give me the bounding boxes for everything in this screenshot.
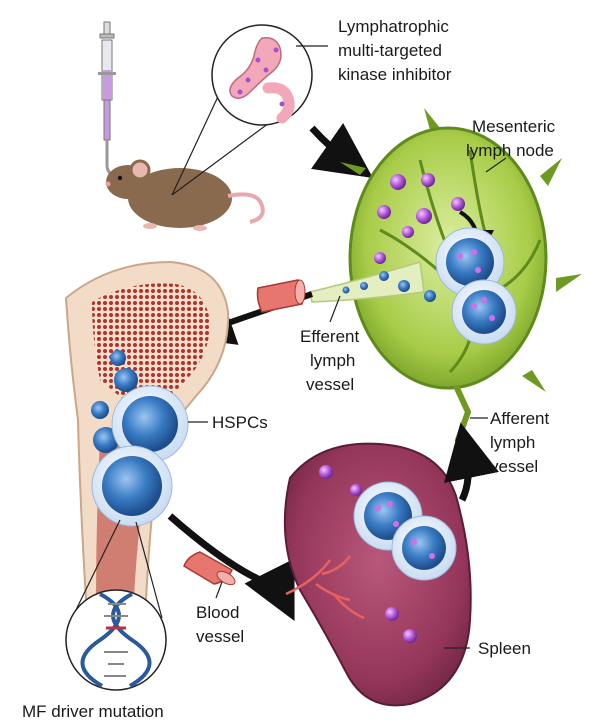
arrow-hspc-to-spleen [167, 513, 295, 622]
efferent-label-line2: lymph [310, 351, 355, 370]
mesenteric-leader [485, 157, 507, 173]
dna-helix-icon [80, 592, 152, 688]
blood-vessel [183, 551, 236, 586]
afferent-label-line2: lymph [490, 433, 535, 452]
hspcs-label: HSPCs [212, 413, 268, 432]
efferent-leader [329, 295, 341, 323]
spleen [283, 442, 472, 707]
afferent-label-line1: Afferent [490, 409, 550, 428]
efferent-label-line3: vessel [306, 375, 354, 394]
drug-label-line2: multi-targeted [338, 41, 442, 60]
dna-leader-right [135, 521, 163, 619]
dna-leader-left [71, 519, 121, 619]
lymph-node [340, 108, 582, 455]
efferent-red-vessel [256, 279, 306, 313]
syringe-icon [98, 21, 119, 178]
dna-magnifier [65, 589, 167, 691]
efferent-vessel [309, 261, 436, 303]
drug-label-line3: kinase inhibitor [338, 65, 452, 84]
magnifier-leader-left [171, 87, 223, 196]
blood-leader [215, 581, 223, 599]
mesenteric-label-line2: lymph node [466, 141, 554, 160]
blood-label-line2: vessel [196, 627, 244, 646]
mf-mutation-label: MF driver mutation [22, 702, 164, 721]
blood-label-line1: Blood [196, 603, 239, 622]
arrow-stomach-to-node [309, 123, 373, 179]
drug-label-line1: Lymphatrophic [338, 17, 449, 36]
hspc-cluster [91, 350, 189, 527]
afferent-label-line3: vessel [490, 457, 538, 476]
stomach-icon [229, 36, 295, 124]
arrow-spleen-to-node [444, 422, 499, 502]
spleen-label: Spleen [478, 639, 531, 658]
efferent-label-line1: Efferent [300, 327, 360, 346]
mouse-icon [105, 159, 265, 231]
mesenteric-label-line1: Mesenteric [472, 117, 556, 136]
